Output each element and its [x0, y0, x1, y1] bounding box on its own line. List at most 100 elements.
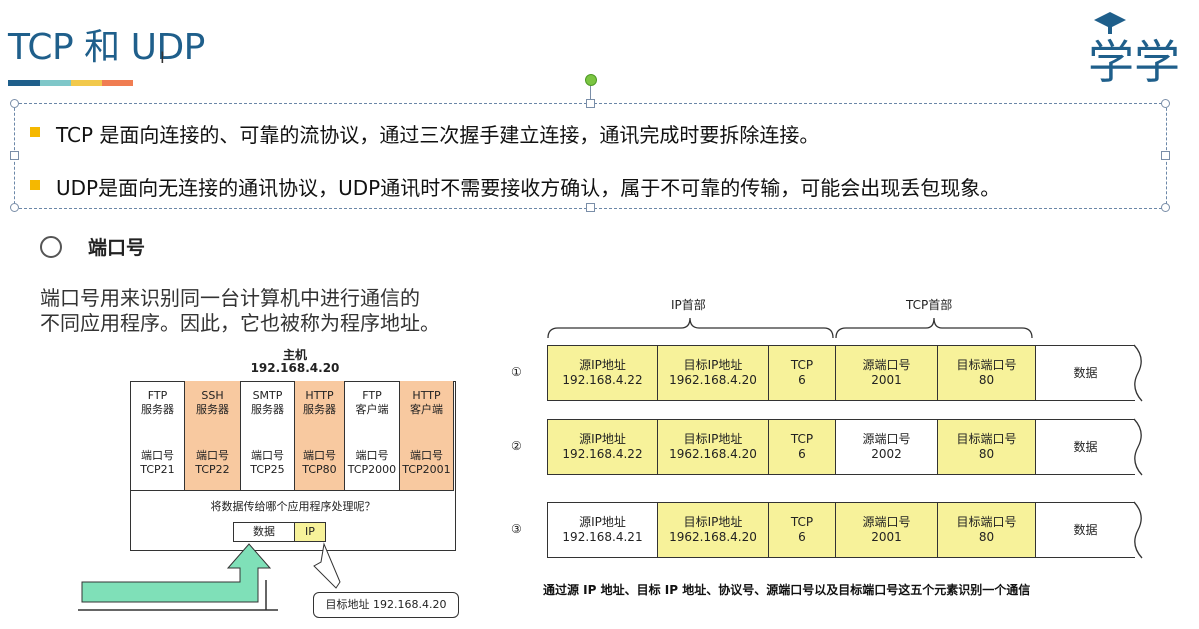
port-heading: 端口号	[88, 237, 146, 259]
bullet-tcp[interactable]: TCP 是面向连接的、可靠的流协议，通过三次握手建立连接，通讯完成时要拆除连接。	[56, 123, 820, 147]
tcp-header-label: TCP首部	[906, 298, 953, 312]
accent-bar-blue	[8, 80, 40, 86]
target-address-label: 目标地址 192.168.4.20	[313, 592, 459, 618]
rotate-handle[interactable]	[585, 74, 597, 86]
resize-handle-bottom[interactable]	[586, 203, 595, 212]
host-title: 主机	[282, 348, 307, 362]
field-name: 数据	[1073, 522, 1098, 537]
field-value: 192.168.4.22	[562, 373, 643, 387]
circle-bullet-icon	[40, 236, 62, 258]
service-name: SSH	[201, 389, 224, 402]
resize-handle-bottom-right[interactable]	[1161, 203, 1170, 212]
field-name: 数据	[1073, 365, 1098, 380]
port-number: TCP22	[195, 463, 230, 476]
field-value: 6	[798, 530, 806, 544]
port-label: 端口号	[410, 449, 443, 462]
field-value: 6	[798, 447, 806, 461]
packet-row-number: ②	[511, 439, 522, 453]
service-name: FTP	[362, 389, 382, 402]
arrows-illustration	[78, 542, 341, 611]
port-number: TCP2001	[402, 463, 451, 476]
service-role: 服务器	[141, 403, 174, 416]
field-name: 源端口号	[862, 358, 911, 372]
service-name: HTTP	[412, 389, 441, 402]
port-label: 端口号	[251, 449, 284, 462]
bullet-udp[interactable]: UDP是面向无连接的通讯协议，UDP通讯时不需要接收方确认，属于不可靠的传输，可…	[56, 176, 1001, 200]
port-description-line2: 不同应用程序。因此，它也被称为程序地址。	[40, 311, 440, 335]
service-role: 服务器	[196, 403, 229, 416]
packet-data-cell: 数据	[1035, 419, 1135, 475]
field-value: 1962.168.4.20	[669, 447, 757, 461]
field-name: 目标IP地址	[683, 515, 743, 529]
question-text: 将数据传给哪个应用程序处理呢？	[210, 500, 376, 513]
service-role: 服务器	[303, 403, 336, 416]
brand-logo: 学学	[1088, 12, 1180, 86]
service-role: 服务器	[251, 403, 284, 416]
field-value: 192.168.4.21	[562, 530, 643, 544]
ip-label: IP	[294, 522, 326, 542]
resize-handle-left[interactable]	[10, 151, 19, 160]
bullet-marker	[30, 127, 40, 137]
service-role: 客户端	[355, 403, 389, 416]
packet-row-number: ①	[511, 365, 522, 379]
field-value: 80	[978, 530, 995, 544]
field-name: 目标端口号	[956, 358, 1017, 372]
service-name: FTP	[147, 389, 168, 402]
service-name: HTTP	[305, 389, 334, 402]
resize-handle-bottom-left[interactable]	[10, 203, 19, 212]
field-name: 目标端口号	[956, 515, 1017, 529]
field-name: 源端口号	[862, 515, 911, 529]
ip-header-label: IP首部	[671, 298, 706, 312]
service-role: 客户端	[410, 403, 443, 416]
packet-row-number: ③	[511, 522, 522, 536]
field-name: 源端口号	[862, 432, 911, 446]
field-value: 80	[978, 447, 995, 461]
port-label: 端口号	[141, 449, 174, 462]
slide-title[interactable]: TCP 和 UDP	[8, 27, 205, 68]
bullet-marker	[30, 180, 40, 190]
packet-tear-edge	[1133, 501, 1143, 559]
field-name: 源IP地址	[579, 358, 626, 372]
field-value: 6	[798, 373, 806, 387]
resize-handle-top-right[interactable]	[1161, 99, 1170, 108]
header-braces	[547, 317, 1033, 339]
data-label: 数据	[233, 522, 295, 542]
host-ip: 192.168.4.20	[250, 361, 340, 375]
resize-handle-right[interactable]	[1161, 151, 1170, 160]
field-name: 源IP地址	[579, 515, 626, 529]
field-value: 2001	[871, 373, 902, 387]
resize-handle-top[interactable]	[586, 99, 595, 108]
port-label: 端口号	[196, 449, 229, 462]
field-name: 目标端口号	[956, 432, 1017, 446]
field-value: 1962.168.4.20	[669, 530, 757, 544]
packet-tear-edge	[1133, 344, 1143, 402]
field-name: 目标IP地址	[683, 358, 743, 372]
port-label: 端口号	[303, 449, 336, 462]
resize-handle-top-left[interactable]	[10, 99, 19, 108]
service-name: SMTP	[252, 389, 283, 402]
field-name: TCP	[790, 432, 814, 446]
field-name: 目标IP地址	[683, 432, 743, 446]
packet-data-cell: 数据	[1035, 345, 1135, 401]
rotate-line	[590, 85, 591, 102]
field-value: 2002	[871, 447, 902, 461]
port-number: TCP80	[302, 463, 337, 476]
text-cursor-icon: I	[160, 48, 165, 67]
field-name: 数据	[1073, 439, 1098, 454]
